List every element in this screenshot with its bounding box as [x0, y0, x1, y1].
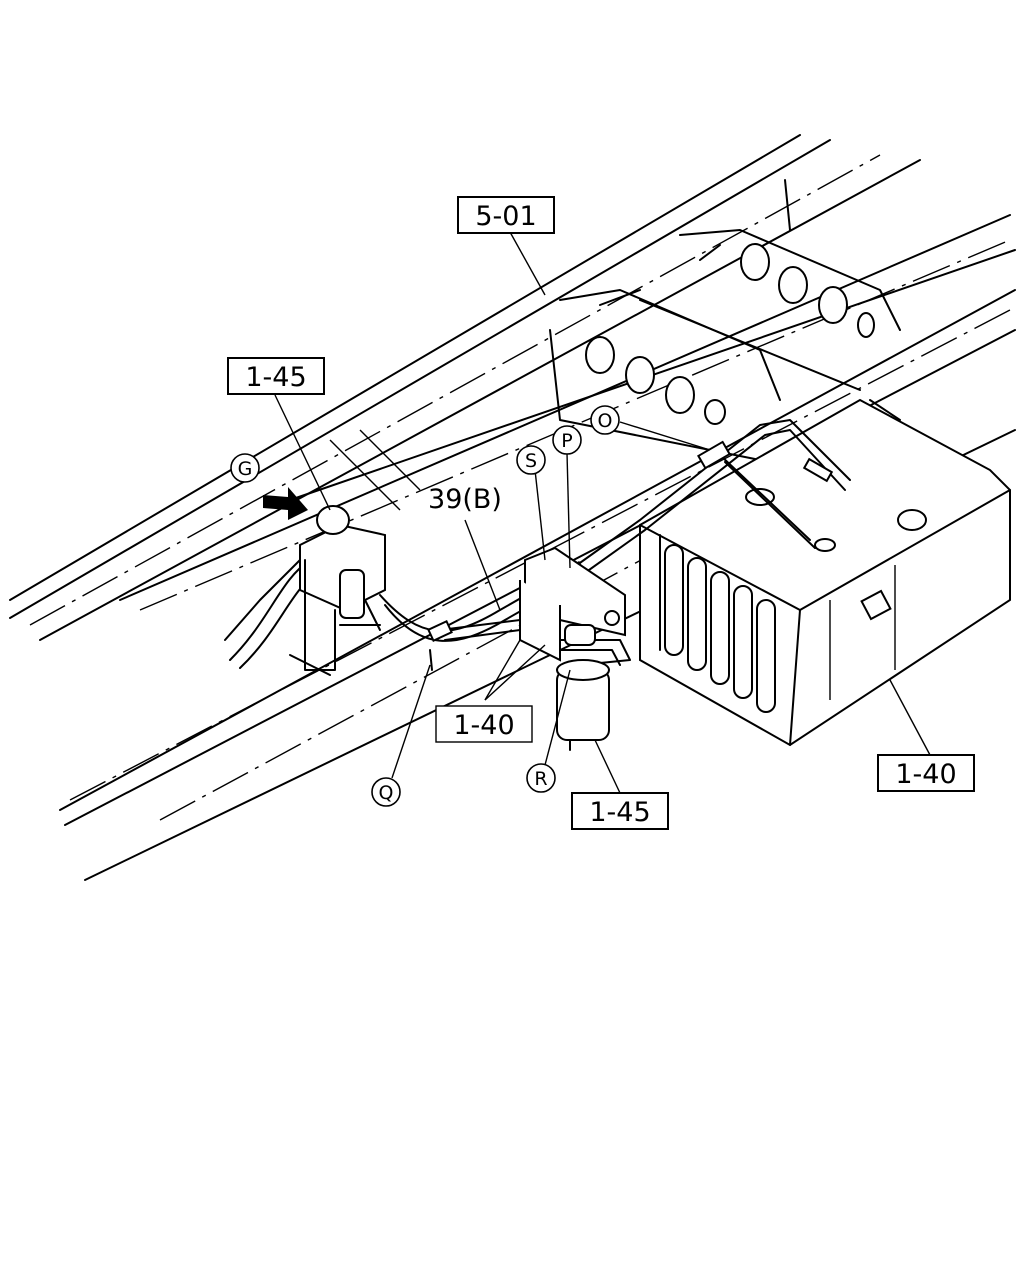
label-pipe-group-box: 1-40 — [435, 705, 533, 743]
label-tank-box: 1-40 — [877, 754, 975, 792]
leader-lines — [274, 231, 931, 794]
callout-q-letter: Q — [379, 782, 394, 804]
callout-r-letter: R — [534, 768, 547, 790]
fuel-lines — [224, 419, 851, 671]
fuel-tank — [639, 398, 1011, 747]
label-tank: 1-40 — [895, 759, 956, 790]
label-filter-bottom-box: 1-45 — [571, 792, 669, 830]
label-filter-top: 1-45 — [245, 362, 306, 393]
label-filter-bottom: 1-45 — [589, 797, 650, 828]
cross-members — [329, 179, 901, 511]
label-frame-box: 5-01 — [457, 196, 555, 234]
callout-s-letter: S — [525, 450, 537, 472]
callout-p-letter: P — [561, 430, 572, 452]
label-pipe-group: 1-40 — [453, 710, 514, 741]
callout-o: O — [590, 405, 620, 435]
callout-q: Q — [371, 777, 401, 807]
direction-arrow — [263, 487, 308, 520]
callout-r: R — [526, 763, 556, 793]
filter-assembly-right — [519, 546, 626, 751]
callout-o-letter: O — [598, 410, 613, 432]
callout-g: G — [230, 453, 260, 483]
callout-p: P — [552, 425, 582, 455]
label-filter-top-box: 1-45 — [227, 357, 325, 395]
label-pipe-b: 39(B) — [428, 484, 502, 515]
callout-s: S — [516, 445, 546, 475]
label-frame: 5-01 — [475, 201, 536, 232]
filter-assembly-left — [289, 505, 386, 676]
callout-g-letter: G — [238, 458, 253, 480]
